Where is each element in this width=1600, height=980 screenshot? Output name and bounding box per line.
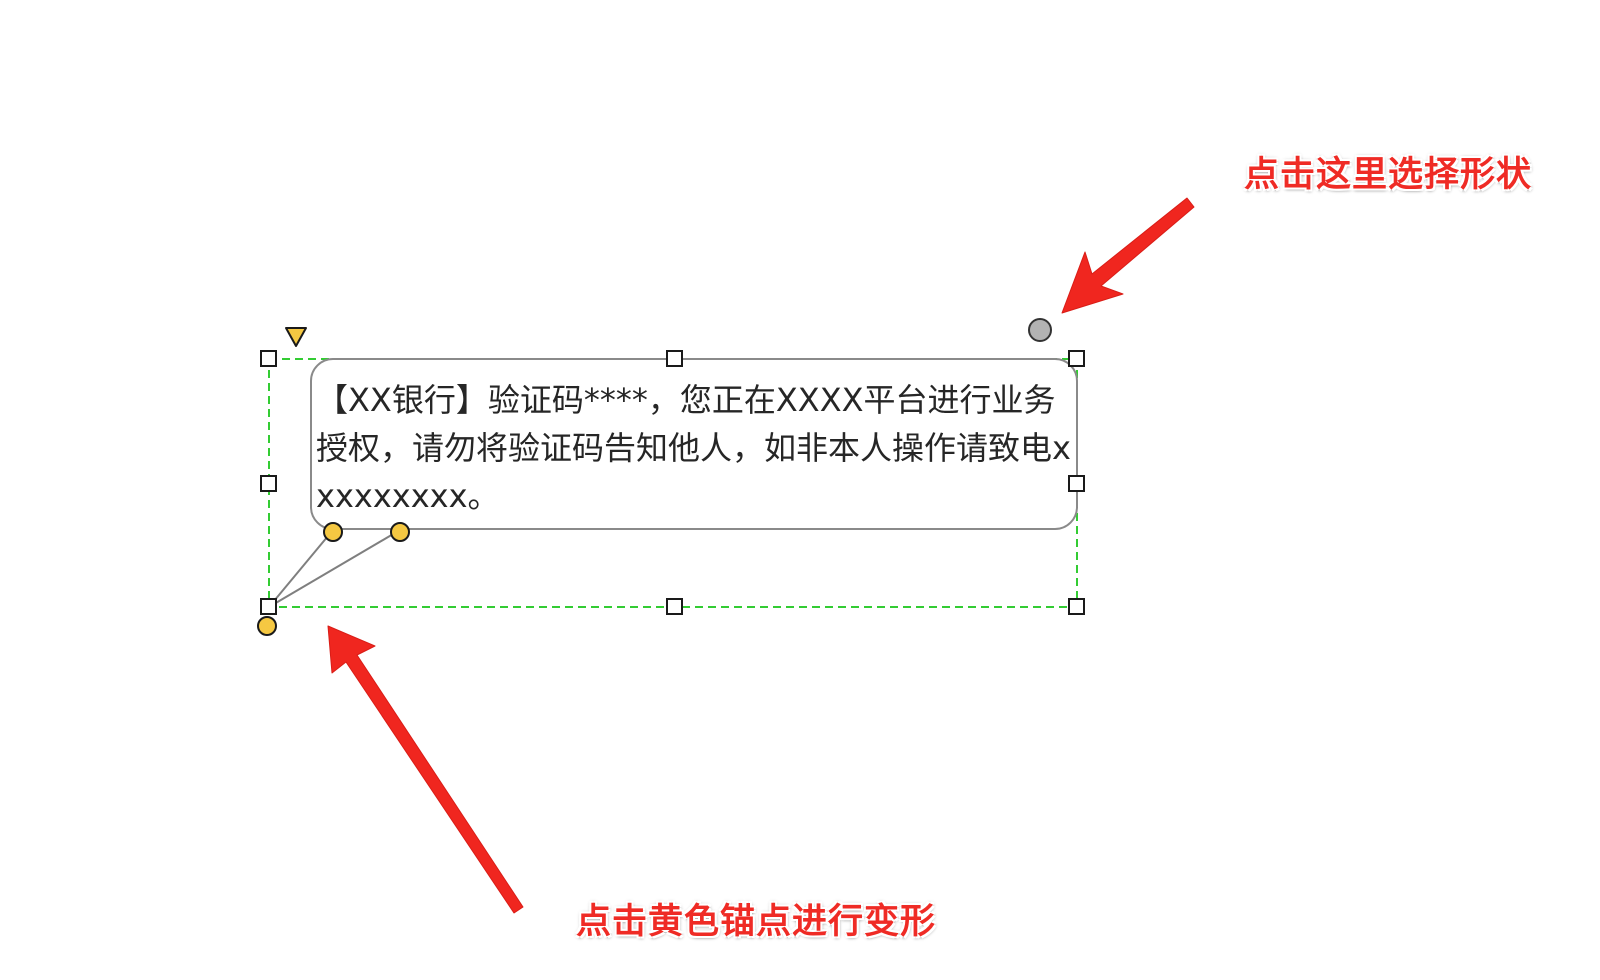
resize-handle-middle-right[interactable] <box>1068 475 1085 492</box>
shape-picker-circle-icon[interactable] <box>1028 318 1052 342</box>
annotation-arrow-top-icon <box>1061 197 1195 314</box>
resize-handle-bottom-center[interactable] <box>666 598 683 615</box>
resize-handle-top-left[interactable] <box>260 350 277 367</box>
annotation-arrow-bottom-icon <box>327 625 524 914</box>
annotation-select-shape: 点击这里选择形状 <box>1244 155 1533 195</box>
callout-anchor-1-icon[interactable] <box>323 522 343 542</box>
callout-text[interactable]: 【XX银行】验证码****，您正在XXXX平台进行业务授权，请勿将验证码告知他人… <box>316 381 1071 515</box>
callout-pointer-line-1 <box>268 529 334 608</box>
resize-handle-top-center[interactable] <box>666 350 683 367</box>
resize-handle-top-right[interactable] <box>1068 350 1085 367</box>
callout-pointer-line-2 <box>268 529 401 608</box>
rounding-handle-triangle-icon[interactable] <box>285 327 307 347</box>
resize-handle-bottom-left[interactable] <box>260 598 277 615</box>
callout-anchor-2-icon[interactable] <box>390 522 410 542</box>
callout-tip-anchor-icon[interactable] <box>257 616 277 636</box>
resize-handle-bottom-right[interactable] <box>1068 598 1085 615</box>
callout-shape[interactable] <box>310 358 1078 530</box>
resize-handle-middle-left[interactable] <box>260 475 277 492</box>
annotation-drag-anchor: 点击黄色锚点进行变形 <box>576 902 937 942</box>
